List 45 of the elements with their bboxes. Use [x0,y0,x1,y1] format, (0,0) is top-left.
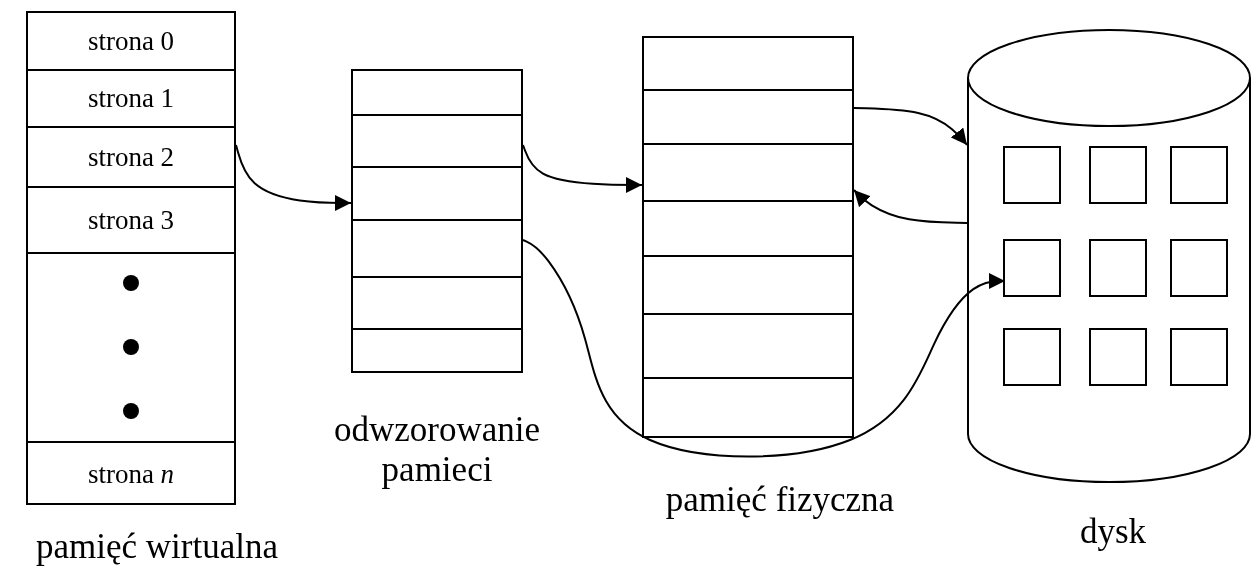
disk-block [1089,146,1147,204]
memory-slot [642,38,854,89]
disk-block [1170,239,1228,297]
memory-slot [642,143,854,200]
page-row [26,441,236,505]
page-label: strona 0 [87,27,175,55]
memory-slot [642,313,854,377]
arrow [853,107,968,146]
disk-block [1003,146,1061,204]
page-row [26,186,236,252]
memory-slot [351,276,523,328]
memory-slot [351,71,523,114]
page-label: strona n [87,460,175,488]
memory-slot [351,166,523,219]
disk-block [1170,328,1228,386]
memory-slot [642,377,854,438]
arrow [522,239,1006,458]
arrow [522,144,643,193]
memory-slot [26,252,236,441]
page-label: strona 1 [87,85,175,112]
memory-slot [642,200,854,255]
memory-slot [642,89,854,143]
page-row [26,126,236,186]
arrow [853,189,968,224]
memory-slot [351,328,523,373]
node-label: odwzorowanie pamieci [332,410,541,491]
memory-slot [351,219,523,276]
node-label: pamięć fizyczna [664,480,896,521]
disk-block [1003,239,1061,297]
memory-table [642,36,854,438]
disk-block [1089,328,1147,386]
memory-table [26,11,236,505]
page-label: strona 3 [87,206,175,234]
disk-block [1003,328,1061,386]
memory-slot [351,114,523,166]
page-row [26,13,236,69]
node-label: dysk [1078,512,1148,553]
page-label: strona 2 [87,143,175,171]
disk-block [1170,146,1228,204]
disk-block [1089,239,1147,297]
memory-table [351,69,523,373]
page-row [26,69,236,126]
arrow [235,144,352,211]
memory-slot [642,255,854,313]
node-label: pamięć wirtualna [35,527,279,568]
